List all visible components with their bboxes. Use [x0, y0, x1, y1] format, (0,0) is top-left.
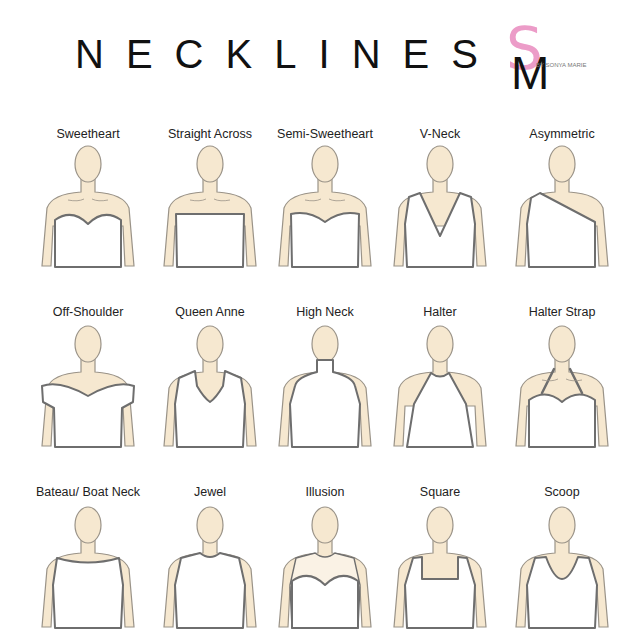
head	[427, 146, 453, 182]
dress	[292, 576, 358, 628]
body	[394, 539, 486, 627]
body	[42, 358, 134, 446]
neckline-name: V-Neck	[375, 127, 505, 141]
title: NECKLINES	[75, 34, 500, 74]
body	[279, 358, 371, 446]
figure	[42, 507, 134, 628]
figure	[42, 146, 134, 267]
head	[427, 326, 453, 362]
head	[312, 326, 338, 362]
figure	[394, 507, 486, 628]
body	[164, 178, 256, 266]
head	[197, 507, 223, 543]
figure	[394, 146, 486, 267]
neckline-name: Asymmetric	[497, 127, 627, 141]
body	[279, 178, 371, 266]
collarbone	[190, 199, 230, 201]
body	[394, 178, 486, 266]
dress	[529, 394, 595, 447]
head	[75, 507, 101, 543]
dress	[55, 215, 121, 267]
head	[427, 507, 453, 543]
neckline-name: Square	[375, 485, 505, 499]
head	[549, 507, 575, 543]
head	[312, 146, 338, 182]
neckline-name: Halter Strap	[497, 305, 627, 319]
neckline-name: Bateau/ Boat Neck	[23, 485, 153, 499]
body	[164, 358, 256, 446]
figure	[516, 326, 608, 447]
figure	[164, 326, 256, 447]
figure	[279, 146, 371, 267]
figure	[516, 146, 608, 267]
neckline-name: Halter	[375, 305, 505, 319]
collarbone	[68, 199, 108, 201]
body	[42, 178, 134, 266]
head	[549, 146, 575, 182]
logo-letter: M	[511, 50, 549, 96]
body	[164, 539, 256, 627]
head	[197, 146, 223, 182]
neckline-name: Off-Shoulder	[23, 305, 153, 319]
body	[279, 539, 371, 627]
neckline-name: High Neck	[260, 305, 390, 319]
neckline-name: Jewel	[145, 485, 275, 499]
neckline-name: Queen Anne	[145, 305, 275, 319]
figure	[279, 507, 371, 628]
body	[42, 539, 134, 627]
halter-strap	[542, 369, 582, 393]
dress	[527, 557, 597, 628]
dress	[42, 384, 134, 447]
dress	[53, 558, 123, 628]
dress	[407, 373, 473, 447]
head	[312, 507, 338, 543]
dress	[527, 193, 595, 267]
logo-tagline: BY SONYA MARIE	[536, 62, 586, 68]
figure	[279, 326, 371, 447]
figure	[164, 146, 256, 267]
dress	[405, 557, 475, 628]
collarbone	[305, 199, 345, 201]
head	[197, 326, 223, 362]
dress	[175, 371, 245, 447]
figure	[516, 507, 608, 628]
dress	[290, 360, 360, 447]
neckline-name: Semi-Sweetheart	[260, 127, 390, 141]
head	[75, 326, 101, 362]
dress	[175, 553, 245, 628]
body	[394, 358, 486, 446]
figure	[42, 326, 134, 447]
figure	[394, 326, 486, 447]
illusion-mesh	[290, 553, 360, 628]
neckline-name: Illusion	[260, 485, 390, 499]
neckline-name: Sweetheart	[23, 127, 153, 141]
neckline-name: Straight Across	[145, 127, 275, 141]
neckline-name: Scoop	[497, 485, 627, 499]
body	[516, 539, 608, 627]
dress	[291, 213, 359, 267]
collarbone	[542, 379, 582, 381]
figure	[164, 507, 256, 628]
head	[549, 326, 575, 362]
dress	[405, 193, 475, 267]
dress	[176, 214, 244, 267]
body	[516, 178, 608, 266]
head	[75, 146, 101, 182]
body	[516, 358, 608, 446]
